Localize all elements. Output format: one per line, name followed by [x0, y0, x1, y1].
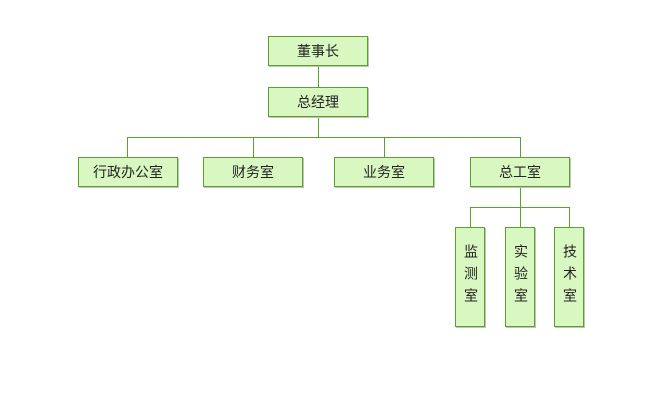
node-finance-office: 财务室 — [203, 157, 303, 187]
node-admin-office-label: 行政办公室 — [93, 165, 163, 181]
node-general-manager: 总经理 — [268, 87, 368, 117]
node-business-office: 业务室 — [334, 157, 434, 187]
connector-department-bus — [127, 137, 521, 138]
node-technical-room-label: 技术室 — [561, 244, 577, 310]
connector-to-technical — [569, 207, 570, 227]
node-technical-room: 技术室 — [554, 227, 584, 327]
node-finance-office-label: 财务室 — [232, 165, 274, 181]
connector-to-finance — [253, 137, 254, 157]
connector-to-monitoring — [470, 207, 471, 227]
node-general-manager-label: 总经理 — [297, 95, 339, 111]
connector-to-laboratory — [520, 207, 521, 227]
connector-to-admin — [127, 137, 128, 157]
connector-gm-trunk — [318, 117, 319, 137]
connector-to-chief-engineer — [520, 137, 521, 157]
node-admin-office: 行政办公室 — [78, 157, 178, 187]
node-laboratory: 实验室 — [505, 227, 535, 327]
connector-chairman-gm — [318, 66, 319, 87]
node-business-office-label: 业务室 — [363, 165, 405, 181]
node-monitoring-room-label: 监测室 — [462, 244, 478, 310]
connector-to-business — [384, 137, 385, 157]
node-laboratory-label: 实验室 — [512, 244, 528, 310]
connector-chief-engineer-trunk — [520, 187, 521, 207]
node-chairman: 董事长 — [268, 36, 368, 66]
node-chief-engineer-office-label: 总工室 — [499, 165, 541, 181]
node-chief-engineer-office: 总工室 — [470, 157, 570, 187]
node-monitoring-room: 监测室 — [455, 227, 485, 327]
node-chairman-label: 董事长 — [297, 44, 339, 60]
